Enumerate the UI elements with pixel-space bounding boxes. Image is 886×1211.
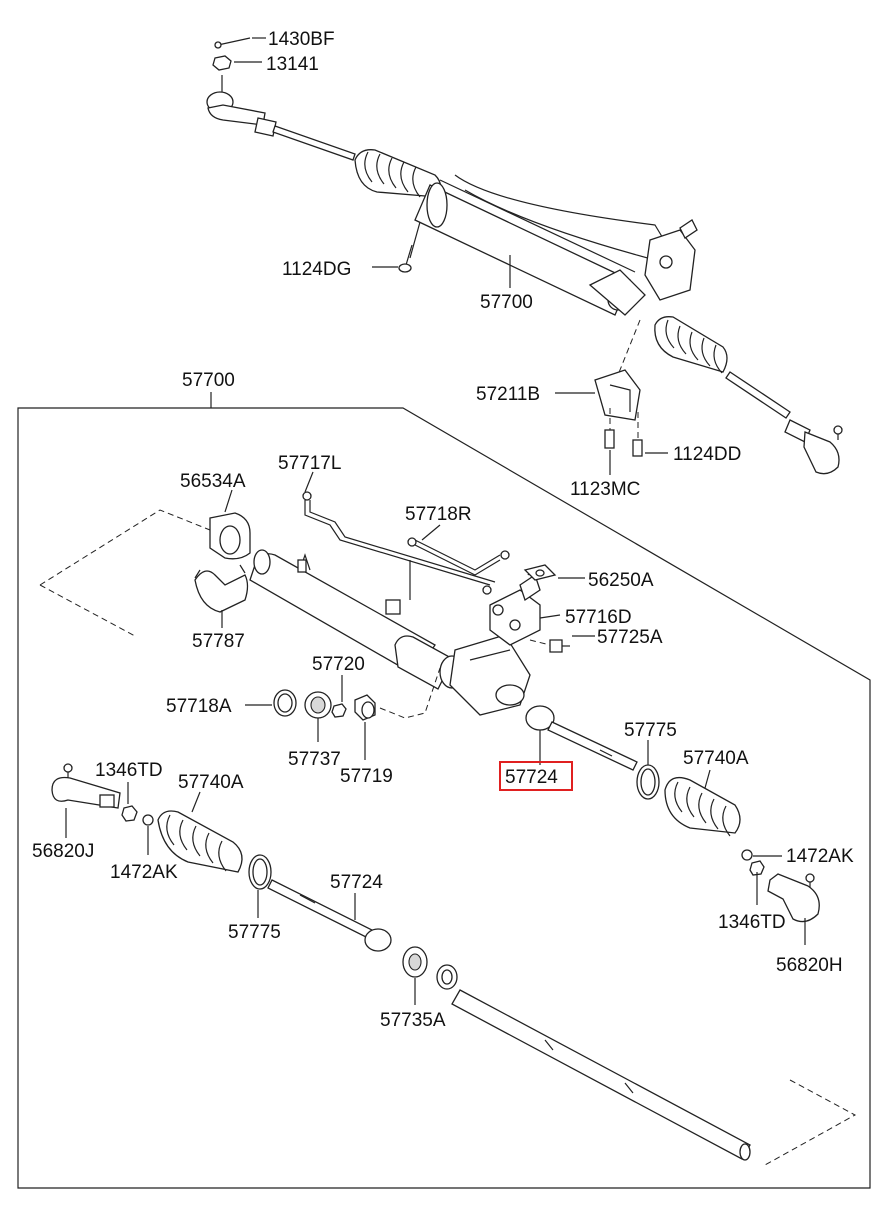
tie-rod-end-icon	[767, 873, 820, 923]
label-57724-lower: 57724	[330, 872, 383, 893]
label-1124DG: 1124DG	[282, 259, 351, 280]
label-1430BF: 1430BF	[268, 29, 335, 50]
label-1346TD-left: 1346TD	[95, 760, 163, 781]
bellows-boot-icon	[654, 316, 728, 374]
clamp-icon	[636, 764, 660, 800]
plug-icon	[354, 694, 376, 721]
label-56820H: 56820H	[776, 955, 843, 976]
gasket-icon	[523, 564, 557, 581]
mounting-bracket-icon	[594, 369, 641, 421]
label-57735A: 57735A	[380, 1010, 446, 1031]
bellows-boot-icon	[664, 776, 741, 837]
projection-lines	[39, 509, 857, 1166]
o-ring-icon	[273, 689, 297, 717]
label-57720: 57720	[312, 654, 365, 675]
nut-icon	[121, 805, 138, 822]
hydraulic-line-icon	[385, 537, 510, 615]
label-1346TD-right: 1346TD	[718, 912, 786, 933]
part-labels: 1430BF 13141 1124DG 57700 57700 57211B 1…	[32, 29, 854, 1031]
label-57716D: 57716D	[565, 607, 632, 628]
label-57725A: 57725A	[597, 627, 663, 648]
bellows-boot-icon	[157, 810, 243, 873]
label-57718A: 57718A	[166, 696, 232, 717]
nut-icon	[741, 849, 753, 861]
bolt-icon	[398, 221, 421, 273]
bushing-icon	[209, 512, 251, 560]
label-57700-box: 57700	[182, 370, 235, 391]
label-57737: 57737	[288, 749, 341, 770]
label-56820J: 56820J	[32, 841, 94, 862]
label-1124DD: 1124DD	[673, 444, 741, 465]
nut-icon	[142, 814, 154, 826]
label-57787: 57787	[192, 631, 245, 652]
exploded-view-frame	[17, 392, 871, 1189]
tie-rod-end-icon	[206, 75, 266, 126]
inner-tie-rod-icon	[525, 705, 638, 771]
label-57717L: 57717L	[278, 453, 341, 474]
bolt-icon	[632, 412, 643, 457]
inner-tie-rod-icon	[267, 879, 392, 952]
tie-rod-end-icon	[51, 763, 121, 809]
label-1472AK-right: 1472AK	[786, 846, 854, 867]
label-57724-highlighted: 57724	[505, 767, 558, 788]
label-1123MC: 1123MC	[570, 479, 640, 500]
rack-housing-icon	[249, 549, 531, 716]
label-57719: 57719	[340, 766, 393, 787]
label-13141: 13141	[266, 54, 319, 75]
pinion-valve-icon	[588, 219, 698, 316]
cotter-pin-icon	[214, 37, 251, 49]
castle-nut-icon	[212, 55, 232, 71]
rack-housing-icon	[414, 174, 671, 316]
hydraulic-line-icon	[297, 491, 496, 595]
label-1472AK-left: 1472AK	[110, 862, 178, 883]
bushing-icon	[304, 691, 332, 719]
tie-rod-end-icon	[803, 425, 843, 475]
label-57211B: 57211B	[476, 384, 540, 405]
highlight-box	[499, 761, 573, 791]
label-56534A: 56534A	[180, 471, 246, 492]
top-steering-gear-assembly	[206, 37, 843, 475]
label-56250A: 56250A	[588, 570, 654, 591]
pinion-valve-icon	[489, 569, 541, 646]
label-57775-right: 57775	[624, 720, 677, 741]
bolt-icon	[604, 408, 615, 449]
label-57775-left: 57775	[228, 922, 281, 943]
bolt-icon	[529, 639, 570, 653]
rack-bar-icon	[451, 989, 751, 1161]
label-57718R: 57718R	[405, 504, 472, 525]
clamp-icon	[248, 854, 272, 890]
label-57740A-right: 57740A	[683, 748, 749, 769]
label-57700-top: 57700	[480, 292, 533, 313]
bushing-icon	[402, 946, 458, 990]
nut-icon	[749, 860, 765, 876]
clamp-icon	[194, 564, 249, 613]
nut-icon	[331, 703, 347, 718]
label-57740A-left: 57740A	[178, 772, 244, 793]
